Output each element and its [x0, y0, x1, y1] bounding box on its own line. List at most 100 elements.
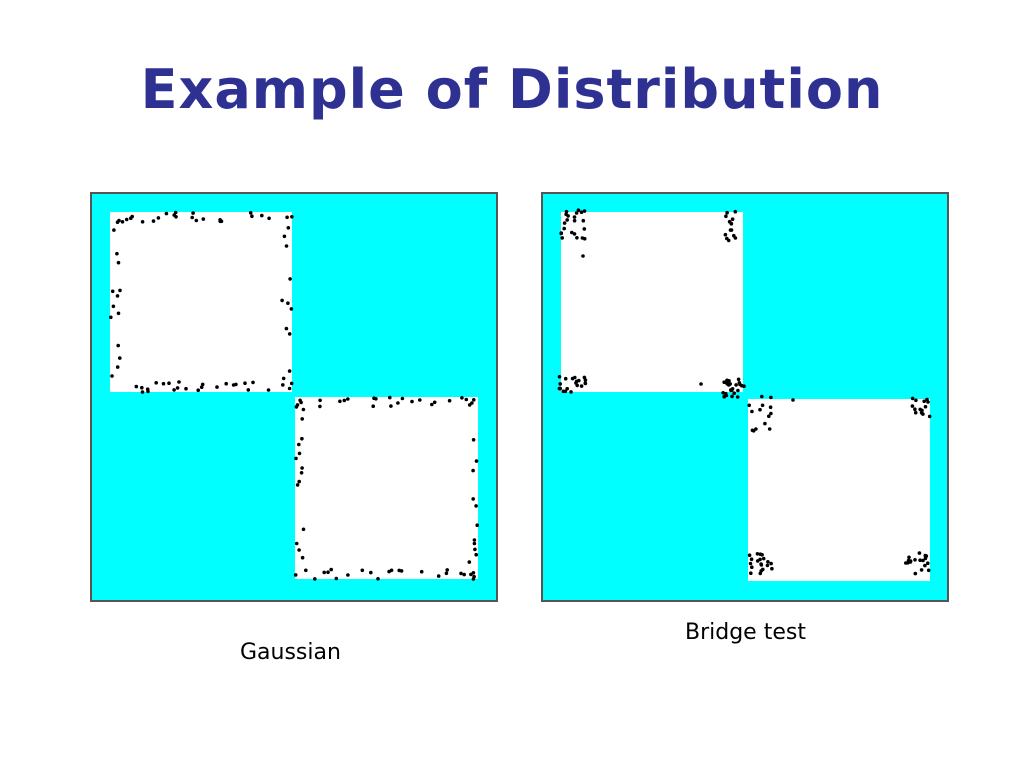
sample-point: [313, 577, 317, 581]
sample-point: [755, 552, 760, 556]
sample-point: [913, 571, 918, 576]
sample-point: [284, 326, 289, 331]
sample-point: [346, 397, 350, 401]
sample-point: [154, 381, 158, 385]
sample-point: [765, 563, 770, 568]
sample-point: [767, 427, 772, 431]
sample-point: [164, 211, 169, 216]
sample-point: [459, 571, 463, 576]
sample-point: [473, 547, 477, 552]
sample-point: [722, 380, 726, 384]
sample-point: [926, 561, 930, 565]
sample-point: [167, 381, 171, 385]
sample-point: [729, 221, 733, 226]
sample-point: [400, 396, 405, 401]
sample-point: [921, 558, 925, 563]
sample-point: [574, 211, 579, 215]
sample-point: [791, 398, 795, 402]
sample-point: [910, 404, 915, 408]
sample-point: [200, 382, 205, 387]
sample-point: [175, 386, 180, 390]
sample-point: [115, 220, 120, 224]
sample-point: [201, 217, 206, 221]
sample-point: [199, 385, 204, 389]
sample-point: [725, 236, 729, 241]
sample-point: [576, 208, 581, 212]
sample-point: [565, 386, 569, 391]
sample-point: [288, 277, 292, 281]
sample-point: [462, 572, 467, 577]
sample-point: [918, 558, 922, 562]
sample-point: [724, 393, 729, 398]
sample-point: [297, 442, 301, 447]
sample-point: [115, 365, 120, 369]
sample-point: [447, 398, 452, 403]
sample-point: [151, 219, 156, 223]
sample-point: [140, 390, 145, 394]
sample-point: [231, 383, 236, 387]
sample-point: [725, 210, 729, 215]
sample-point: [723, 232, 728, 237]
sample-point: [735, 395, 740, 399]
sample-point: [194, 218, 199, 223]
sample-point: [410, 399, 414, 404]
sample-point: [432, 400, 437, 405]
sample-point: [582, 227, 587, 231]
sample-point: [300, 466, 304, 470]
sample-point: [747, 553, 752, 557]
sample-point: [445, 568, 450, 572]
sample-point: [926, 400, 930, 404]
sample-point: [287, 369, 292, 373]
obstacle-region-1: [110, 212, 292, 392]
sample-point: [742, 384, 746, 388]
bridge-test-caption: Bridge test: [685, 620, 806, 645]
sample-point: [110, 374, 114, 378]
sample-point: [334, 576, 339, 581]
sample-point: [372, 396, 376, 400]
sample-point: [761, 556, 766, 561]
sample-point: [577, 378, 581, 383]
sample-point: [749, 557, 754, 561]
sample-point: [562, 221, 567, 225]
bridge-test-sample-plot: [541, 192, 949, 602]
sample-point: [146, 389, 150, 394]
sample-point: [134, 384, 139, 389]
slide-title: Example of Distribution: [140, 58, 884, 121]
sample-point: [472, 538, 477, 542]
sample-point: [110, 289, 115, 294]
sample-point: [904, 561, 908, 565]
sample-point: [360, 568, 365, 573]
gaussian-caption: Gaussian: [240, 640, 341, 665]
sample-point: [747, 403, 751, 408]
sample-point: [289, 381, 294, 386]
sample-point: [563, 389, 568, 394]
sample-point: [281, 383, 285, 387]
sample-point: [917, 551, 922, 555]
sample-point: [224, 381, 228, 386]
sample-point: [118, 288, 122, 293]
sample-point: [300, 417, 304, 421]
sample-point: [562, 226, 566, 231]
sample-point: [732, 391, 736, 395]
sample-point: [918, 407, 922, 412]
sample-point: [118, 356, 122, 360]
sample-point: [280, 298, 284, 303]
sample-point: [906, 558, 911, 563]
sample-point: [444, 571, 449, 576]
sample-point: [287, 332, 292, 336]
sample-point: [342, 398, 347, 403]
sample-point: [172, 388, 176, 392]
sample-point: [927, 414, 932, 419]
sample-point: [769, 411, 773, 416]
sample-point: [285, 215, 289, 220]
sample-point: [109, 315, 113, 320]
sample-point: [767, 414, 771, 418]
sample-point: [579, 384, 584, 388]
sample-point: [566, 214, 570, 218]
sample-point: [190, 215, 194, 220]
sample-point: [565, 218, 569, 222]
sample-point: [583, 381, 588, 386]
sample-point: [266, 388, 271, 392]
sample-point: [301, 527, 306, 532]
sample-point: [572, 218, 577, 223]
